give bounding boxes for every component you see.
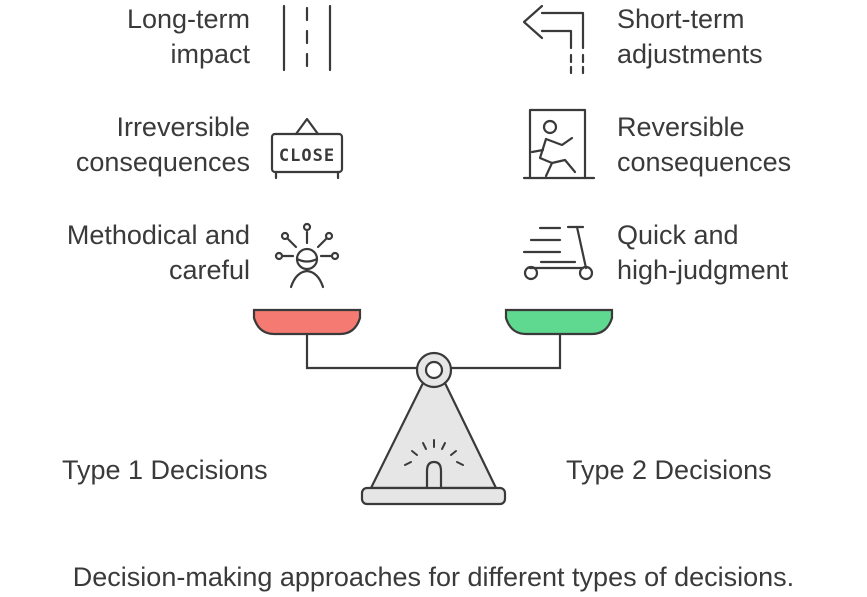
right-item-reversible: Reversible consequences [617,110,791,180]
left-item-methodical-line2: careful [168,255,250,285]
left-item-methodical: Methodical and careful [67,218,250,288]
right-item-reversible-line1: Reversible [617,112,745,142]
svg-text:CLOSE: CLOSE [279,146,335,166]
left-item-irreversible: Irreversible consequences [76,110,250,180]
left-item-long-term: Long-term impact [127,2,250,72]
road-lanes-icon [282,4,332,72]
right-item-short-term-line2: adjustments [617,39,763,69]
balance-scale-icon [252,308,614,506]
right-item-short-term-line1: Short-term [617,4,745,34]
turn-left-arrow-icon [522,4,585,75]
right-item-short-term: Short-term adjustments [617,2,763,72]
type-2-label: Type 2 Decisions [566,455,772,485]
exit-door-icon [522,108,596,180]
right-pan [504,308,614,336]
left-item-methodical-line1: Methodical and [66,220,250,250]
left-item-long-term-line1: Long-term [126,4,250,34]
right-item-reversible-line2: consequences [617,147,792,177]
right-item-quick-line1: Quick and [617,220,739,250]
scooter-icon [522,225,594,281]
left-item-irreversible-line1: Irreversible [116,112,250,142]
type-1-label: Type 1 Decisions [62,455,268,485]
right-item-quick: Quick and high-judgment [617,218,788,288]
person-thinking-icon [274,222,340,289]
diagram-caption: Decision-making approaches for different… [72,562,795,592]
right-item-quick-line2: high-judgment [617,255,789,285]
left-pan [252,308,362,336]
close-sign-icon: CLOSE [270,117,344,180]
left-item-long-term-line2: impact [170,39,250,69]
left-item-irreversible-line2: consequences [75,147,250,177]
